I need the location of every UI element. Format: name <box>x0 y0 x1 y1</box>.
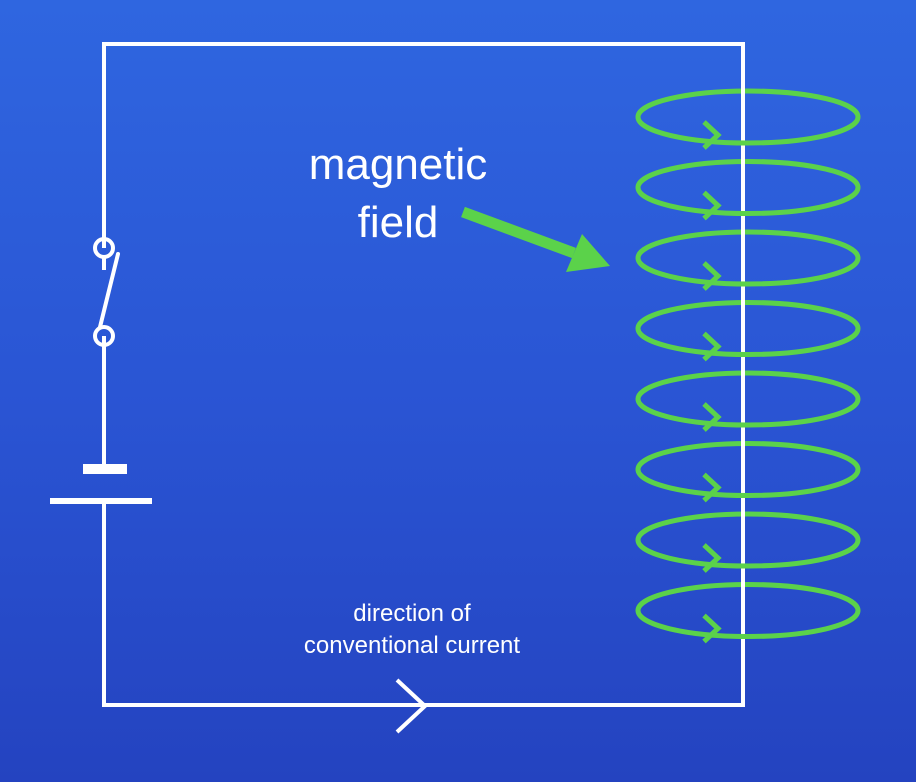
current-direction-label: direction of conventional current <box>262 598 562 662</box>
field-loop-back <box>635 370 861 400</box>
field-loop-front <box>635 187 861 216</box>
battery-positive-plate <box>50 498 152 504</box>
current-direction-arrow <box>395 678 428 734</box>
battery <box>50 464 152 504</box>
field-direction-arrow <box>702 613 722 644</box>
field-direction-arrow <box>702 331 722 362</box>
field-loop-front <box>635 398 861 428</box>
field-loop-front <box>635 539 861 569</box>
field-loops-front <box>635 116 861 644</box>
field-loop-front <box>635 610 861 639</box>
magnetic-field-label-line1: magnetic <box>308 140 488 189</box>
field-direction-arrow <box>702 190 722 221</box>
field-direction-arrow <box>702 402 722 432</box>
field-loop-front <box>635 116 861 146</box>
field-loop-front <box>635 469 861 498</box>
field-loop-back <box>635 441 861 470</box>
field-loop-back <box>635 159 861 188</box>
switch-lever <box>98 252 120 329</box>
switch-terminal-bottom <box>93 325 115 347</box>
current-direction-label-line2: conventional current <box>303 632 521 659</box>
current-direction-label-line1: direction of <box>353 600 471 627</box>
magnetic-field-label: magnetic field <box>280 136 516 252</box>
field-loop-back <box>635 229 861 259</box>
field-pointer-arrow <box>461 206 610 272</box>
switch <box>93 237 120 347</box>
field-loops-back <box>635 88 861 611</box>
field-loop-back <box>635 511 861 541</box>
field-direction-arrow <box>702 261 722 291</box>
magnetic-field-label-line2: field <box>357 198 439 247</box>
field-direction-arrow <box>702 472 722 503</box>
field-loop-back <box>635 300 861 329</box>
field-loop-back <box>635 88 861 118</box>
field-direction-arrow <box>702 120 722 150</box>
field-direction-arrow <box>702 543 722 573</box>
field-loop-back <box>635 582 861 611</box>
field-loop-front <box>635 328 861 357</box>
field-loop-front <box>635 257 861 287</box>
circuit-wire <box>102 42 745 707</box>
battery-negative-plate <box>83 464 127 474</box>
switch-terminal-top <box>93 237 115 259</box>
